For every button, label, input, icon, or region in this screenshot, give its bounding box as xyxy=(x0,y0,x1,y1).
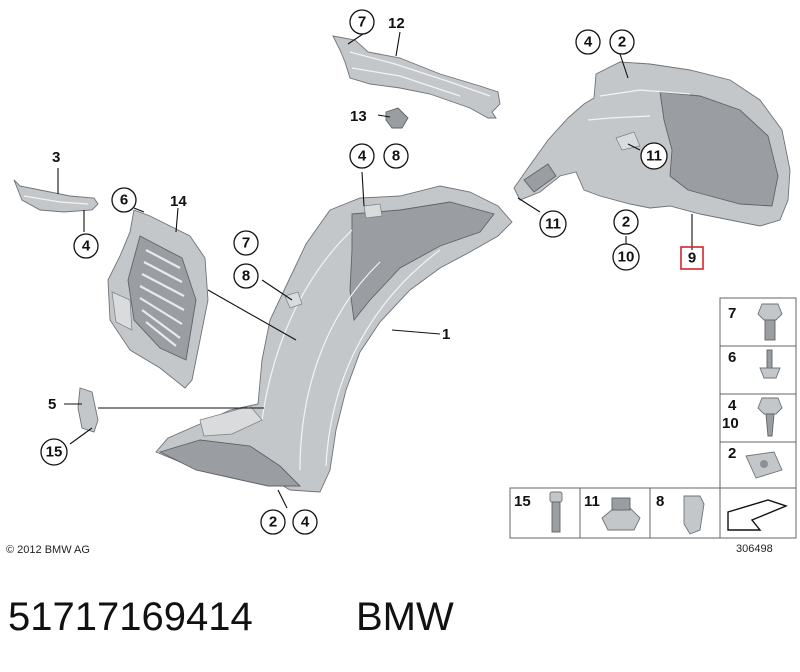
callout-3: 3 xyxy=(52,149,60,166)
callout-9-highlighted[interactable]: 9 xyxy=(688,250,696,267)
brand-name: BMW xyxy=(356,595,454,639)
callout-11: 11 xyxy=(646,148,662,165)
part-13-clip xyxy=(385,107,409,129)
bolt-7-icon xyxy=(757,303,783,341)
callout-7: 7 xyxy=(358,14,366,31)
legend-8: 8 xyxy=(656,493,664,510)
callouts: 7 12 13 4 8 3 4 6 14 7 8 1 5 15 2 4 xyxy=(40,9,704,535)
callout-13: 13 xyxy=(350,108,367,125)
callout-14: 14 xyxy=(170,193,187,210)
callout-4: 4 xyxy=(82,238,91,255)
callout-2: 2 xyxy=(269,514,277,531)
callout-11: 11 xyxy=(545,216,561,233)
legend-7: 7 xyxy=(728,305,736,322)
legend-6: 6 xyxy=(728,349,736,366)
nut-11-icon xyxy=(601,497,641,531)
legend-4: 4 xyxy=(728,397,737,414)
callout-5: 5 xyxy=(48,396,56,413)
part-3-bracket xyxy=(13,179,99,213)
callout-4: 4 xyxy=(358,148,367,165)
legend-11: 11 xyxy=(584,493,600,510)
part-14-panel xyxy=(107,209,209,389)
rivet-15-icon xyxy=(549,491,563,533)
callout-4: 4 xyxy=(301,514,310,531)
callout-12: 12 xyxy=(388,15,405,32)
clip-nut-2-icon xyxy=(745,451,783,479)
callout-1: 1 xyxy=(442,326,450,343)
legend-15: 15 xyxy=(514,493,531,510)
callout-2: 2 xyxy=(618,34,626,51)
hardware-legend: 7 6 4 10 2 15 11 xyxy=(509,297,797,539)
callout-7: 7 xyxy=(242,235,250,252)
expanding-clip-8-icon xyxy=(683,495,705,535)
flange-screw-icon xyxy=(757,397,783,437)
leader-lines xyxy=(57,31,693,509)
callout-10: 10 xyxy=(618,249,635,266)
part-5-plate xyxy=(77,387,99,433)
callout-2: 2 xyxy=(622,214,630,231)
orientation-arrow-icon xyxy=(727,499,789,531)
callout-8: 8 xyxy=(242,268,250,285)
callout-8: 8 xyxy=(392,148,400,165)
copyright: © 2012 BMW AG xyxy=(6,544,90,556)
callout-4: 4 xyxy=(584,34,593,51)
callout-15: 15 xyxy=(46,444,63,461)
legend-2: 2 xyxy=(728,445,736,462)
part-1-wheel-arch-liner xyxy=(155,185,513,493)
part-number: 51717169414 xyxy=(8,595,253,639)
part-12-bracket xyxy=(332,35,501,119)
diagram-number: 306498 xyxy=(736,543,773,555)
callout-6: 6 xyxy=(120,192,128,209)
legend-10: 10 xyxy=(722,415,739,432)
screw-6-icon xyxy=(759,349,781,379)
